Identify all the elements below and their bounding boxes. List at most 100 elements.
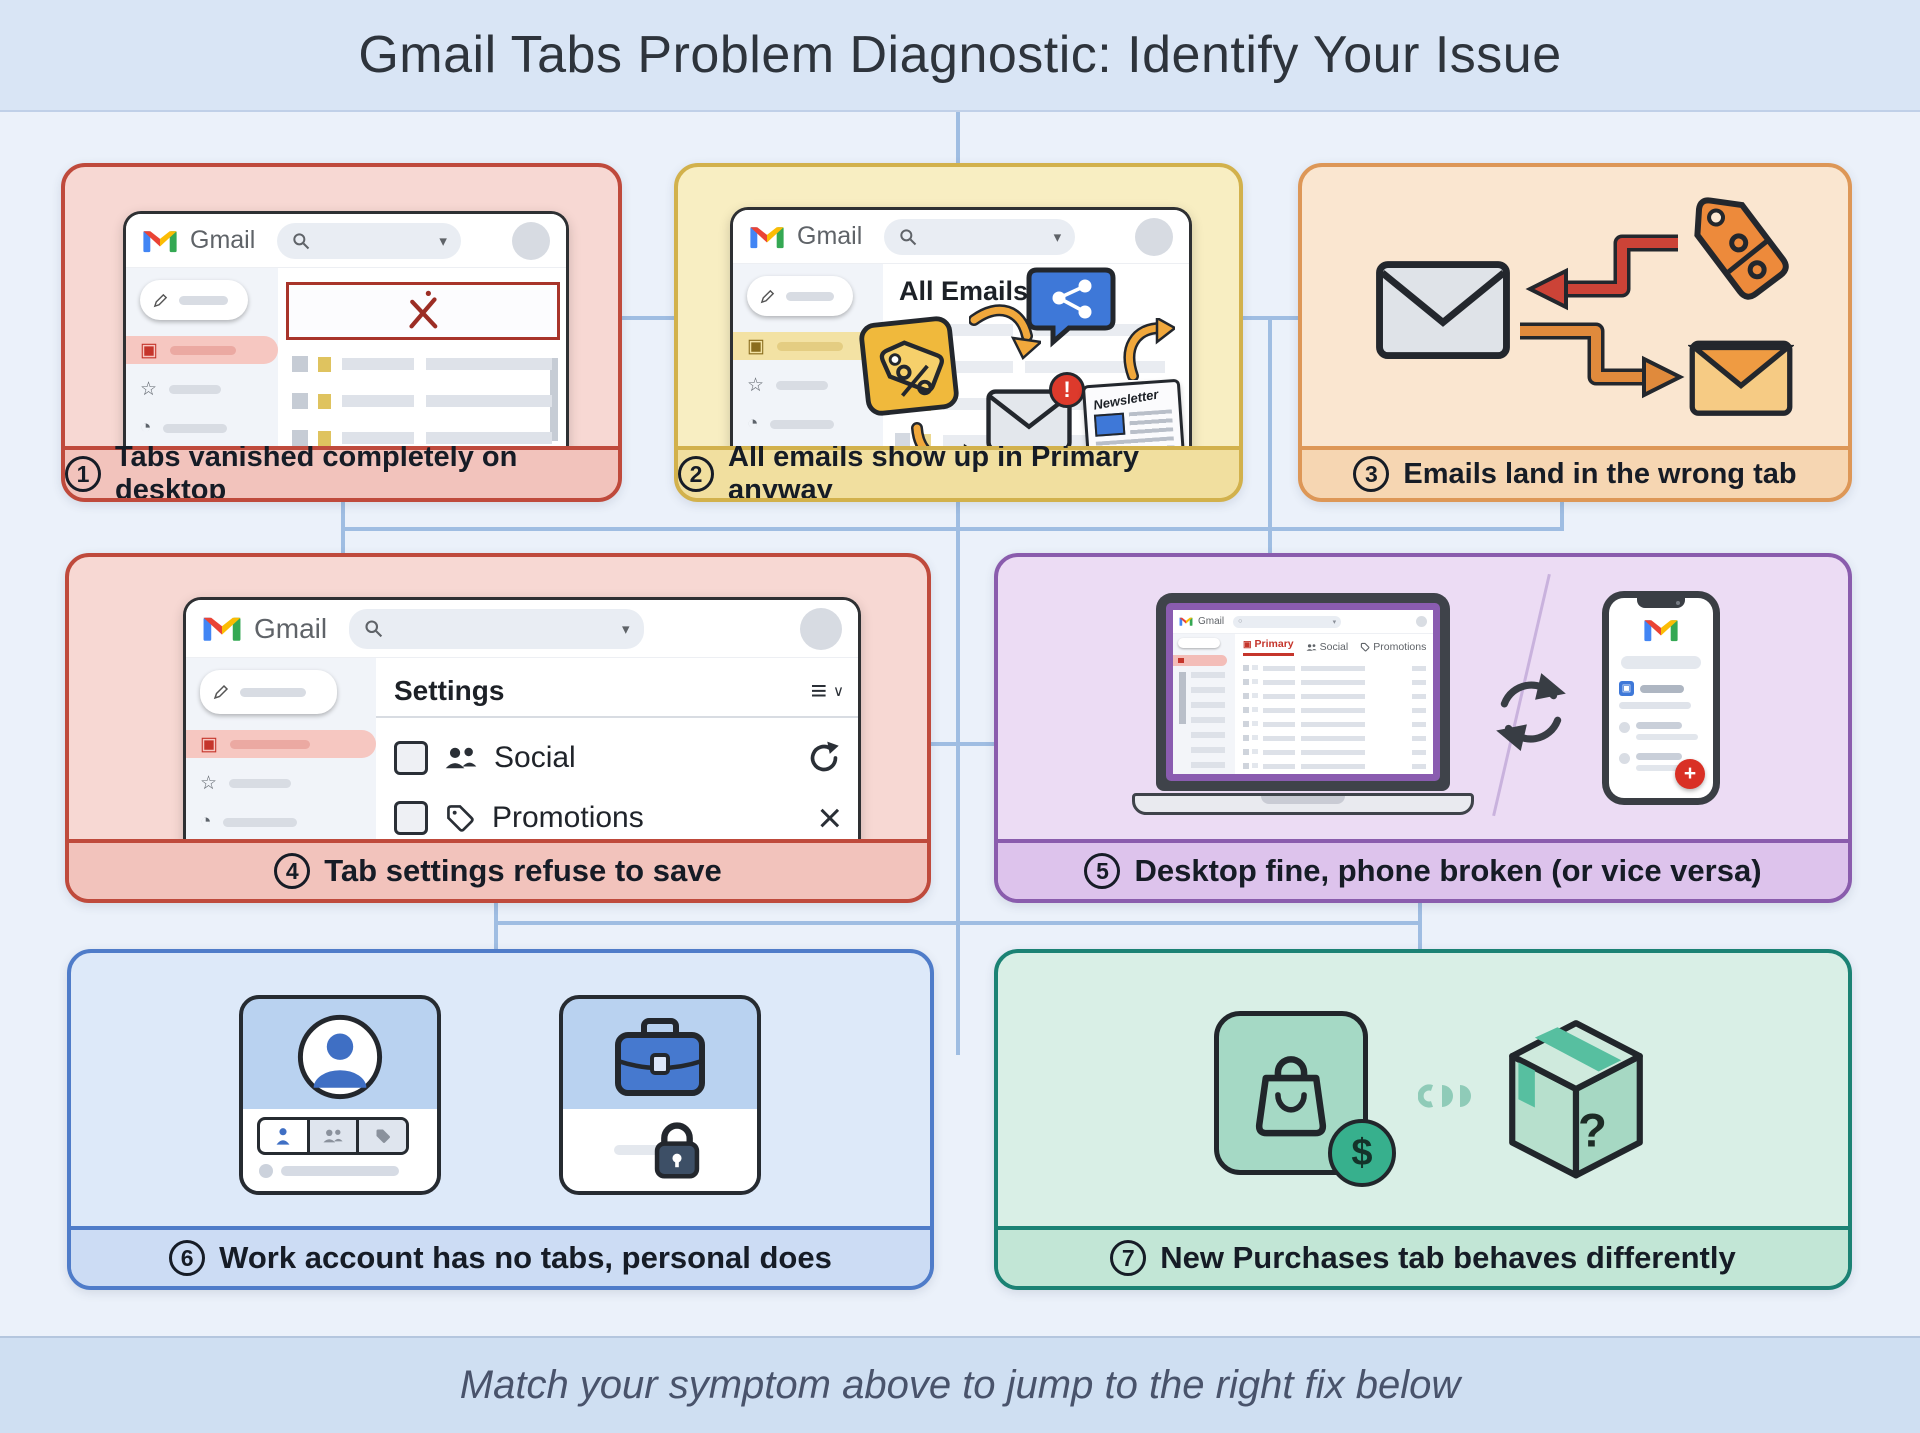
inbox-icon: ▣	[1243, 638, 1252, 649]
card2-illustration: Gmail ▾ ▣ ☆	[678, 167, 1239, 446]
card-wrong-tab: 3 Emails land in the wrong tab	[1298, 163, 1852, 502]
refresh-icon	[810, 741, 839, 772]
compose-button	[1178, 638, 1220, 648]
orange-envelope-icon	[1688, 340, 1794, 416]
title-band: Gmail Tabs Problem Diagnostic: Identify …	[0, 0, 1920, 112]
sync-arrows-icon	[1496, 673, 1566, 751]
search-bar: ▾	[884, 218, 1076, 255]
gmail-brand-text: Gmail	[1198, 616, 1225, 627]
pencil-icon	[213, 684, 229, 700]
gmail-logo-icon	[143, 230, 177, 252]
sidebar-item-inbox: ▣	[733, 332, 883, 360]
connector-line	[341, 502, 345, 553]
card2-caption: 2 All emails show up in Primary anyway	[678, 441, 1239, 498]
crossed-out-icon	[409, 290, 438, 329]
promotions-tag-icon	[859, 316, 959, 416]
star-icon: ☆	[200, 772, 218, 794]
gmail-window-mock: Gmail ▾ ▣ ☆	[123, 211, 569, 446]
search-caret-icon: ▾	[1053, 228, 1062, 246]
clock-icon: ◔	[747, 413, 759, 434]
curved-arrow-icon	[969, 304, 1041, 360]
gmail-logo-icon	[1179, 617, 1193, 626]
inbox-icon: ▣	[1619, 681, 1634, 696]
question-mark: ?	[1578, 1105, 1607, 1158]
sidebar-mini	[1173, 634, 1235, 774]
connector-line	[956, 502, 960, 531]
page-title: Gmail Tabs Problem Diagnostic: Identify …	[358, 26, 1562, 84]
dollar-coin-icon: $	[1328, 1119, 1396, 1187]
sidebar-item-snoozed: ◔	[747, 410, 883, 438]
gmail-header: Gmail ▾	[126, 214, 566, 268]
gmail-brand-text: Gmail	[190, 226, 256, 254]
missing-tabs-strip	[286, 282, 560, 340]
gmail-sidebar: ▣ ☆ ◔ ▷ ∨	[733, 264, 883, 446]
card6-illustration	[71, 953, 930, 1226]
avatar	[800, 607, 842, 650]
gray-envelope-icon	[1376, 261, 1510, 360]
connector-line	[956, 112, 960, 163]
issue-number-badge: 7	[1110, 1240, 1147, 1276]
card-desktop-vs-phone: Gmail ○▾ ▣Prim	[994, 553, 1852, 903]
connector-line	[1418, 903, 1422, 949]
tab-primary-icon	[260, 1120, 310, 1152]
card7-caption: 7 New Purchases tab behaves differently	[998, 1226, 1848, 1286]
hamburger-icon: ≡	[810, 675, 828, 706]
tag-icon	[447, 805, 474, 832]
search-bar: ▾	[349, 608, 644, 649]
settings-row-social: Social	[394, 728, 842, 788]
newsletter-icon: Newsletter	[1081, 378, 1187, 446]
card7-illustration: $ ?	[998, 953, 1848, 1226]
sidebar-item-starred: ☆	[747, 371, 883, 399]
caret-icon: ▾	[1332, 618, 1337, 626]
close-icon: ×	[817, 794, 842, 839]
tab-social-icon	[309, 1120, 360, 1152]
tab-name-promotions: Promotions	[492, 801, 644, 834]
gmail-logo-icon	[750, 226, 784, 248]
search-icon: ○	[1238, 618, 1243, 625]
tab-promotions: Promotions	[1360, 641, 1426, 656]
checkbox	[394, 801, 428, 835]
card-all-in-primary: Gmail ▾ ▣ ☆	[674, 163, 1243, 502]
issue-number-badge: 3	[1353, 456, 1390, 492]
email-envelope-icon: !	[985, 372, 1085, 446]
phone-mock: ▣ +	[1602, 591, 1720, 805]
tag-icon	[1361, 642, 1370, 652]
gmail-brand-text: Gmail	[254, 612, 328, 644]
inbox-icon: ▣	[200, 733, 218, 755]
compose-bar	[179, 295, 228, 305]
issue-label: Tabs vanished completely on desktop	[115, 441, 518, 502]
tab-name-social: Social	[494, 741, 576, 774]
alert-badge-icon: !	[1049, 372, 1085, 408]
work-no-tabs-panel	[563, 1109, 757, 1191]
clock-icon: ◔	[140, 417, 152, 438]
card3-illustration	[1302, 167, 1848, 446]
compose-button	[747, 276, 854, 316]
star-icon: ☆	[140, 378, 158, 400]
footer-instruction: Match your symptom above to jump to the …	[459, 1363, 1461, 1407]
issue-number-badge: 2	[678, 456, 714, 492]
connector-line	[622, 316, 674, 320]
pencil-icon	[760, 289, 775, 303]
search-caret-icon: ▾	[621, 620, 630, 638]
issue-label: Work account has no tabs, personal does	[219, 1240, 832, 1275]
search-bar: ▾	[277, 222, 461, 259]
gmail-header-mini: Gmail ○ ▾	[1173, 610, 1433, 634]
lock-icon	[654, 1122, 700, 1179]
gmail-logo-icon	[203, 617, 241, 641]
gmail-brand-text: Gmail	[797, 222, 863, 250]
avatar	[1135, 217, 1173, 256]
checkbox	[394, 741, 428, 775]
personal-tabs-panel	[243, 1109, 437, 1191]
gmail-header: Gmail ▾	[186, 600, 858, 658]
card1-caption: 1 Tabs vanished completely on desktop	[65, 441, 618, 498]
sidebar-item-inbox: ▣	[186, 730, 376, 758]
issue-label: All emails show up in Primary anyway	[728, 441, 1139, 502]
clock-icon: ◔	[200, 811, 212, 832]
compose-bar	[240, 687, 306, 697]
laptop-base	[1132, 793, 1474, 815]
search-icon	[365, 620, 383, 638]
chevron-down-icon: ∨	[833, 683, 844, 700]
tab-social: Social	[1306, 641, 1348, 656]
tab-promotions-icon	[359, 1120, 406, 1152]
